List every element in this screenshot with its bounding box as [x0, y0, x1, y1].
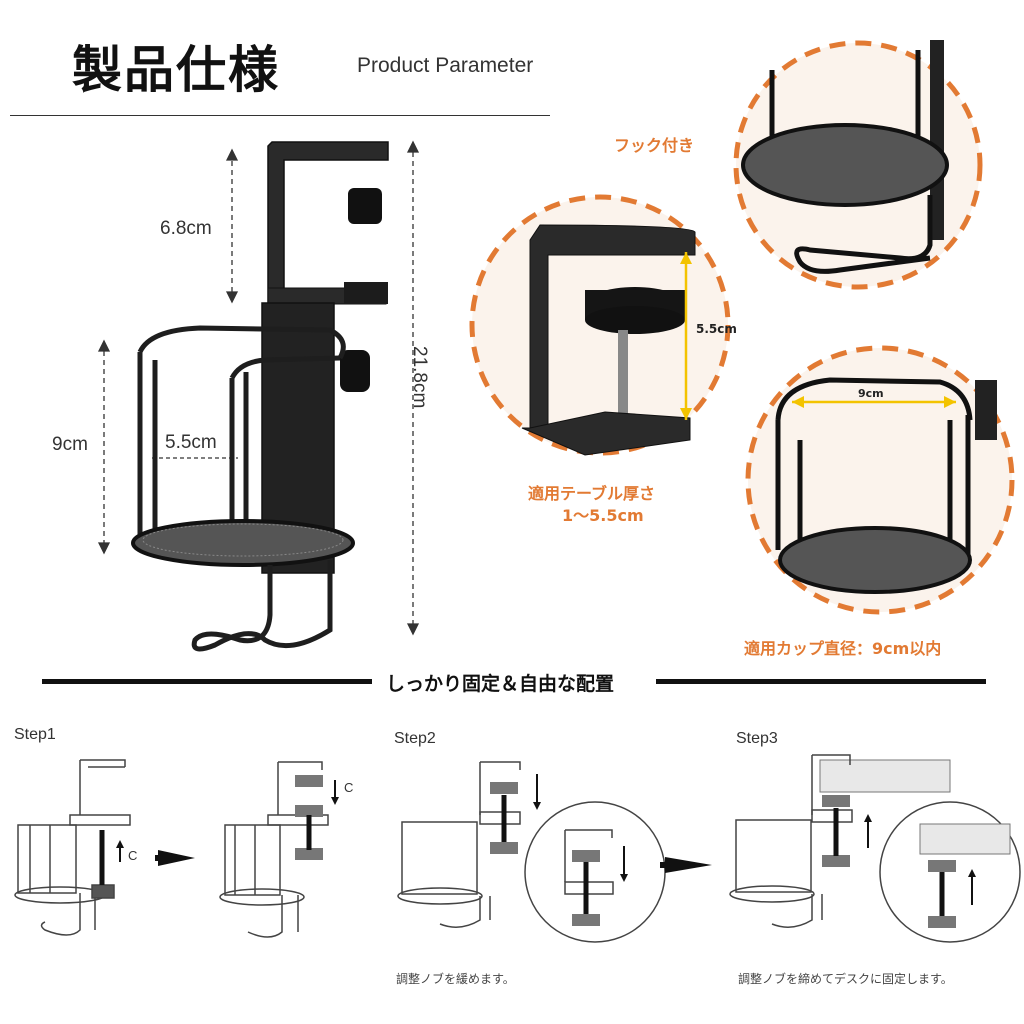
step2-caption: 調整ノブを緩めます。 — [396, 972, 515, 986]
hook-callout: フック付き — [614, 136, 695, 155]
step1-arrow-label-1: C — [128, 848, 138, 863]
table-thickness-callout: 適用テーブル厚さ — [528, 484, 656, 503]
step1-arrow-label-2: C — [344, 780, 354, 795]
section-title: しっかり固定＆自由な配置 — [386, 673, 615, 695]
inner-diameter-label: 9cm — [858, 387, 884, 400]
clamp-opening-label: 5.5cm — [696, 322, 737, 336]
clamp-height-label: 6.8cm — [160, 218, 212, 239]
step3-caption: 調整ノブを締めてデスクに固定します。 — [738, 972, 953, 986]
cup-diameter-callout: 適用カップ直径：9cm以内 — [744, 639, 942, 658]
step3-label: Step3 — [736, 730, 778, 747]
cup-width-label: 5.5cm — [165, 432, 217, 453]
table-thickness-range: 1～5.5cm — [562, 506, 644, 525]
header-divider — [10, 115, 550, 116]
cup-height-label: 9cm — [52, 434, 88, 455]
step1-label: Step1 — [14, 726, 56, 743]
section-bar-right — [656, 679, 986, 684]
section-bar-left — [42, 679, 372, 684]
page-subtitle: Product Parameter — [357, 54, 534, 77]
page-title: 製品仕様 — [72, 40, 280, 99]
step2-label: Step2 — [394, 730, 436, 747]
